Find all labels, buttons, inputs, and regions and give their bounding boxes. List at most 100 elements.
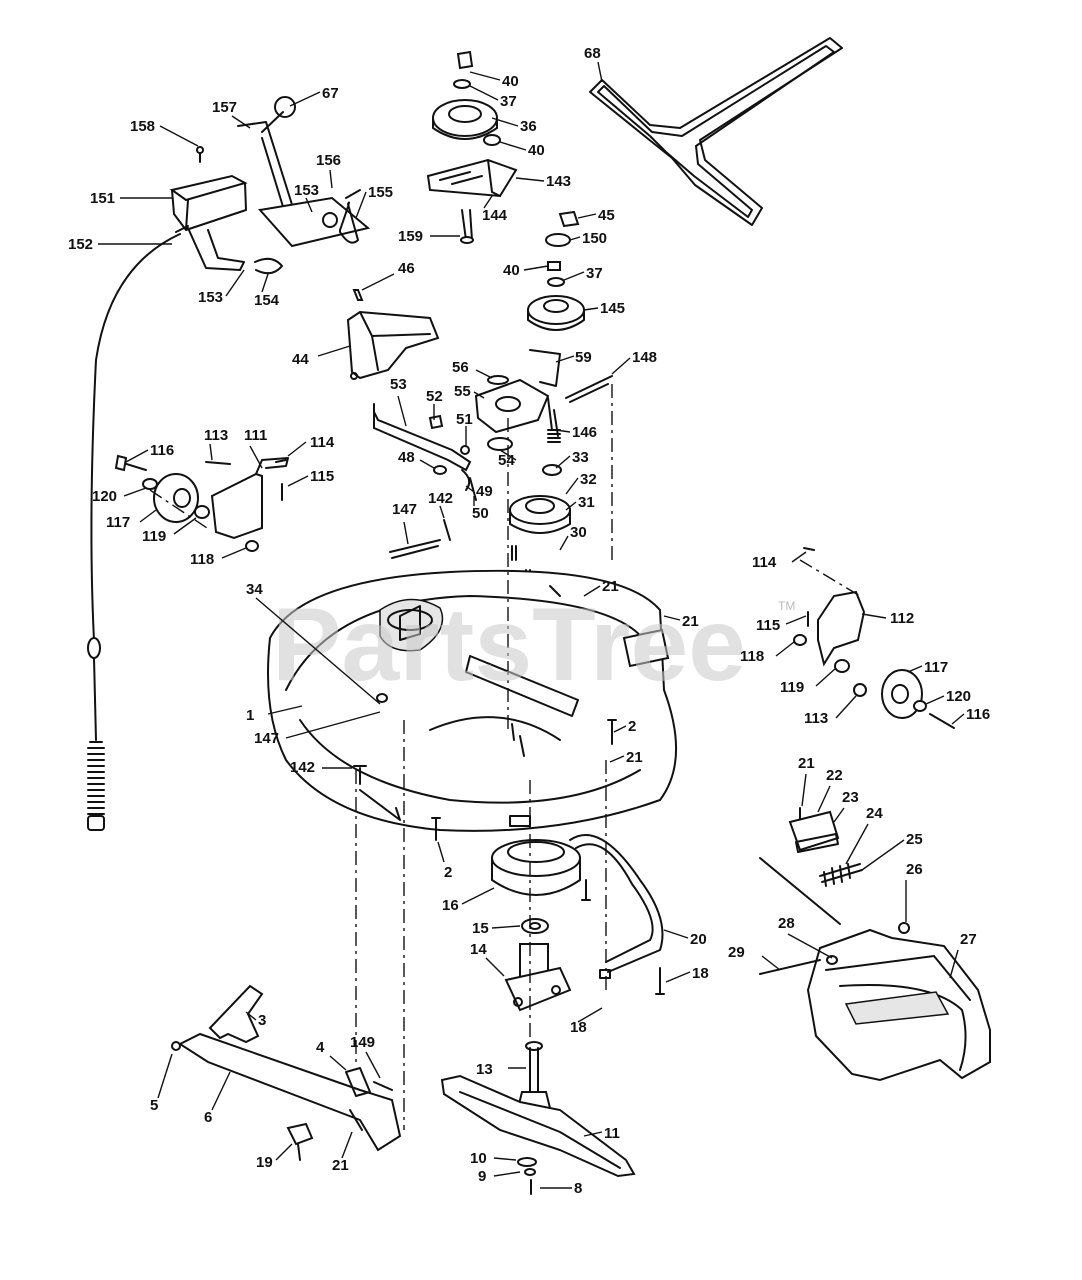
discharge-chute xyxy=(759,922,991,1082)
callout-label: 159 xyxy=(398,228,423,245)
callout-leader xyxy=(907,665,923,673)
callout-leader xyxy=(159,125,199,147)
callout-leader xyxy=(287,475,309,487)
callout-label: 149 xyxy=(350,1034,375,1051)
callout-leader xyxy=(157,1053,173,1099)
callout-leader xyxy=(485,957,505,977)
callout-label: 118 xyxy=(190,551,214,568)
callout-label: 44 xyxy=(292,351,309,368)
lift-linkage xyxy=(171,984,402,1161)
callout-leader xyxy=(461,887,495,905)
callout-leader xyxy=(493,1171,521,1177)
callout-label: 120 xyxy=(946,688,971,705)
callout-label: 40 xyxy=(503,262,520,279)
callout-leader xyxy=(491,117,519,127)
callout-leader xyxy=(817,785,831,813)
callout-leader xyxy=(597,61,603,83)
callout-leader xyxy=(473,391,485,399)
callout-leader xyxy=(469,71,501,81)
callout-leader xyxy=(139,509,157,523)
callout-label: 3 xyxy=(258,1012,266,1029)
alignment-lines xyxy=(149,384,861,1130)
callout-leader xyxy=(555,455,571,469)
callout-label: 49 xyxy=(476,483,493,500)
callout-label: 46 xyxy=(398,260,415,277)
callout-leader xyxy=(785,615,807,625)
callout-leader xyxy=(835,695,857,719)
callout-leader xyxy=(173,517,197,535)
callout-label: 29 xyxy=(728,944,745,961)
callout-leader xyxy=(245,1011,257,1021)
callout-leader xyxy=(609,755,625,763)
drive-belt xyxy=(589,37,843,226)
callout-label: 157 xyxy=(212,99,237,116)
callout-label: 113 xyxy=(804,710,828,727)
callout-label: 21 xyxy=(602,578,619,595)
callout-label: 116 xyxy=(150,442,174,459)
callout-label: 26 xyxy=(906,861,923,878)
callout-leader xyxy=(761,955,781,971)
callout-leader xyxy=(499,141,527,151)
callout-leader xyxy=(355,191,367,219)
idler-arm-assembly xyxy=(474,349,613,451)
callout-leader xyxy=(563,271,585,281)
callout-label: 114 xyxy=(310,434,335,451)
callout-label: 148 xyxy=(632,349,657,366)
callout-leader xyxy=(861,839,905,871)
callout-label: 23 xyxy=(842,789,859,806)
callout-leader xyxy=(225,269,245,297)
callout-label: 6 xyxy=(204,1109,212,1126)
callout-label: 68 xyxy=(584,45,601,62)
callout-leader xyxy=(565,477,579,495)
callout-leader xyxy=(403,521,409,545)
callout-leader xyxy=(663,929,689,939)
callout-leader xyxy=(209,443,213,461)
callout-leader xyxy=(861,613,887,619)
callout-leader xyxy=(231,115,251,129)
callout-label: 67 xyxy=(322,85,339,102)
callout-label: 51 xyxy=(456,411,473,428)
callout-label: 28 xyxy=(778,915,795,932)
callout-label: 142 xyxy=(428,490,453,507)
callout-label: 143 xyxy=(546,173,571,190)
callout-leader xyxy=(815,667,837,687)
callout-label: 116 xyxy=(966,706,990,723)
callout-label: 111 xyxy=(244,427,267,444)
callout-leader xyxy=(361,273,395,291)
callout-label: 50 xyxy=(472,505,489,522)
callout-label: 155 xyxy=(368,184,393,201)
callout-label: 5 xyxy=(150,1097,158,1114)
chute-hinge xyxy=(759,807,863,925)
callout-label: 34 xyxy=(246,581,263,598)
callout-label: 2 xyxy=(444,864,452,881)
callout-leader xyxy=(523,265,549,271)
callout-label: 15 xyxy=(472,920,489,937)
callout-leader xyxy=(483,195,493,209)
callout-label: 59 xyxy=(575,349,592,366)
callout-label: 16 xyxy=(442,897,459,914)
callout-leader xyxy=(577,213,597,219)
callout-leader xyxy=(123,487,147,497)
callout-leader xyxy=(613,725,627,733)
callout-leader xyxy=(221,547,247,559)
callout-leader xyxy=(491,925,521,929)
callout-leader xyxy=(275,1143,293,1161)
callout-label: 120 xyxy=(92,488,117,505)
callout-label: 119 xyxy=(142,528,166,545)
callout-leader xyxy=(125,449,149,463)
callout-leader xyxy=(285,711,381,739)
callout-leader xyxy=(925,695,945,705)
callout-leader xyxy=(437,841,445,863)
callout-label: 21 xyxy=(626,749,643,766)
callout-label: 52 xyxy=(426,388,443,405)
watermark-trademark: TM xyxy=(778,599,795,613)
callout-leader xyxy=(439,505,445,519)
callout-label: 11 xyxy=(604,1125,620,1142)
callout-leader xyxy=(305,197,313,213)
callout-leader xyxy=(577,1007,603,1023)
callout-label: 154 xyxy=(254,292,280,309)
callout-label: 117 xyxy=(106,514,130,531)
callout-label: 146 xyxy=(572,424,597,441)
